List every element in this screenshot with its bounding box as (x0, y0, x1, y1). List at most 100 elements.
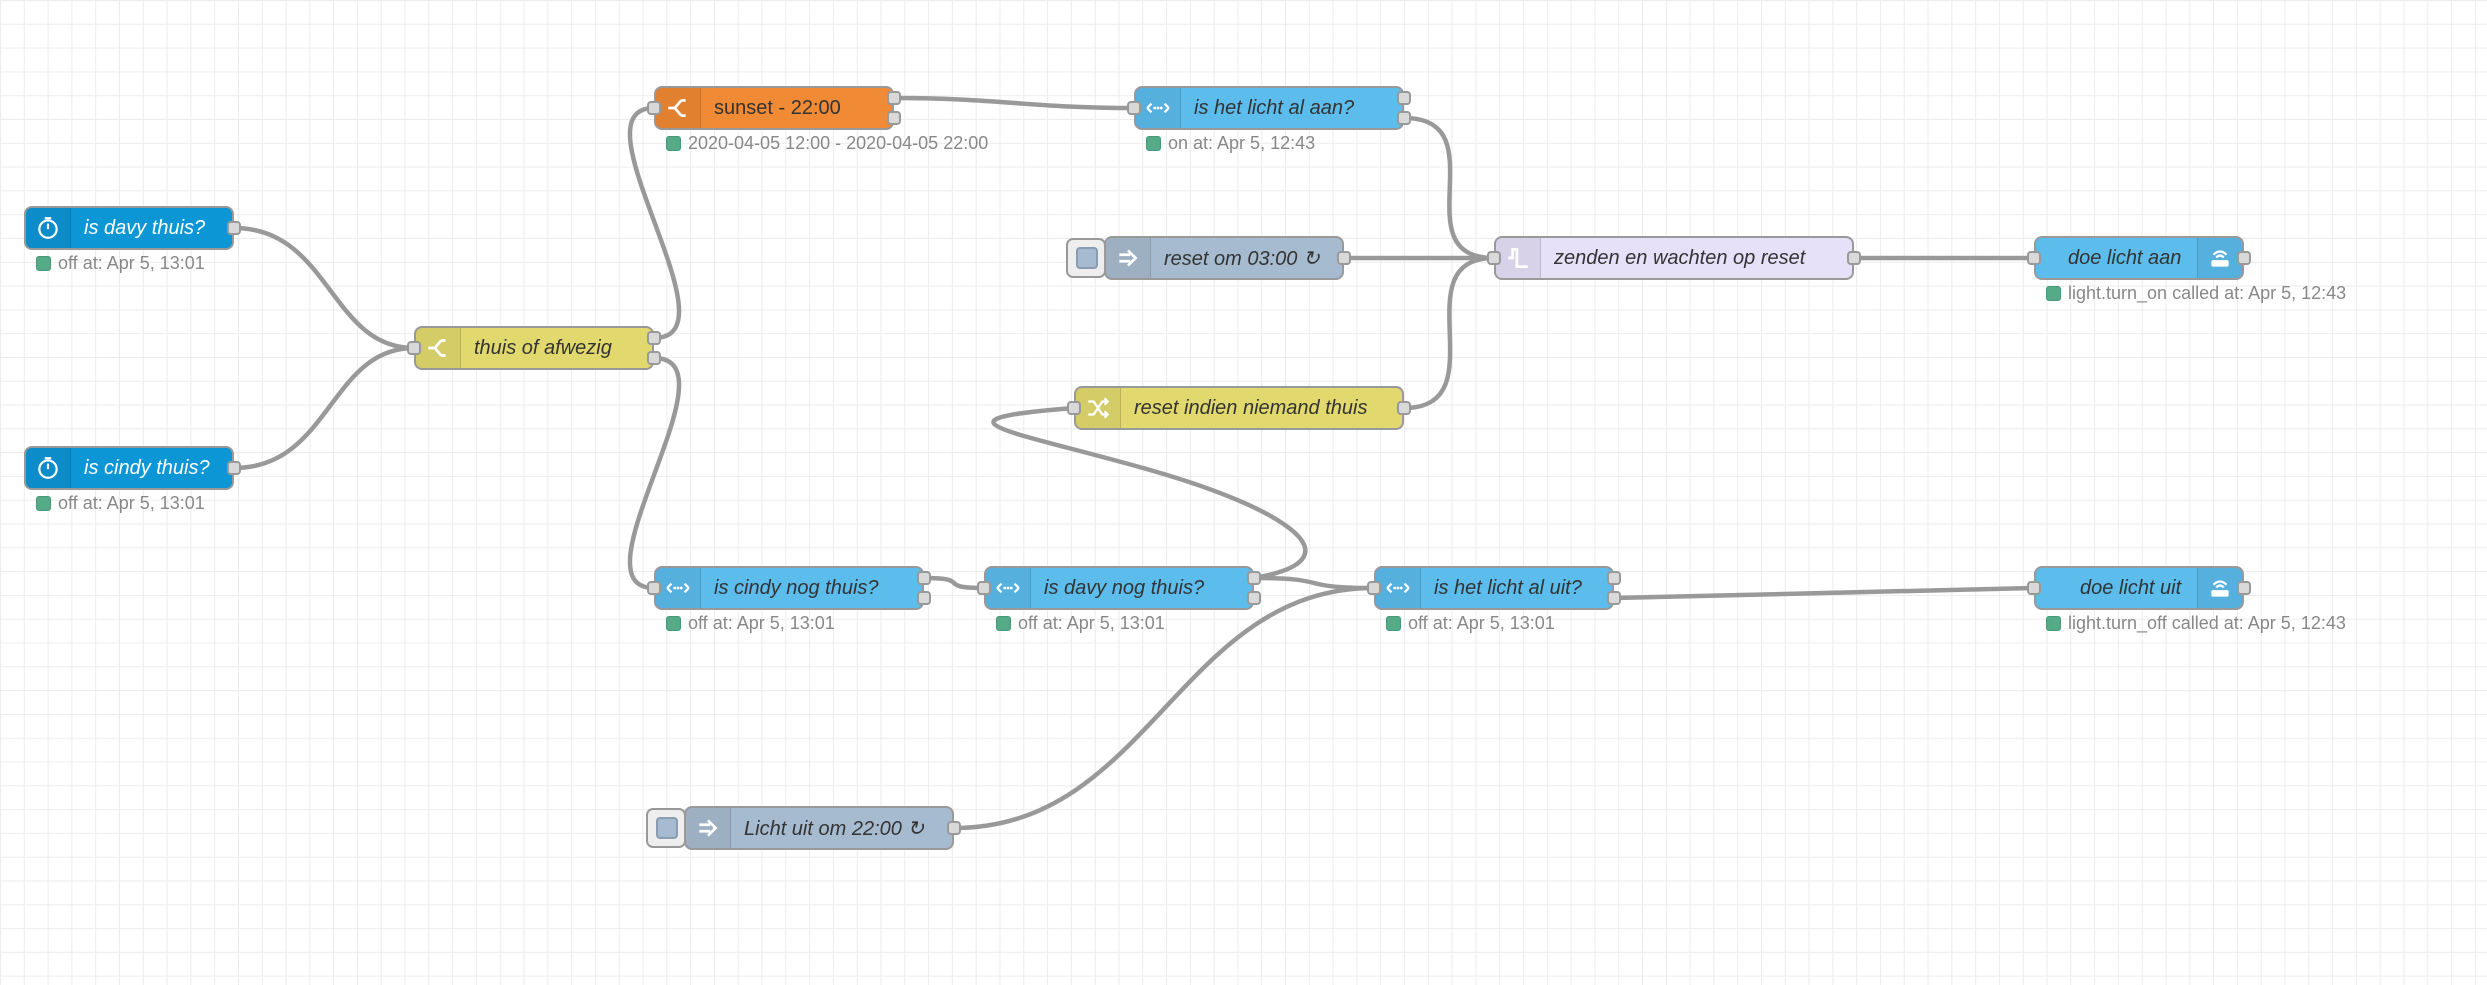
arrows-icon (1376, 568, 1421, 608)
input-port[interactable] (1487, 251, 1501, 265)
status-text: off at: Apr 5, 13:01 (1408, 613, 1555, 633)
node-is-cindy-thuis[interactable]: is cindy thuis? (24, 446, 241, 490)
output-port[interactable] (647, 351, 661, 365)
inject-arrow-icon (1106, 238, 1151, 278)
node-sunset-2200[interactable]: sunset - 22:00 (647, 86, 901, 130)
wire (627, 105, 682, 341)
inject-trigger-button[interactable] (646, 808, 686, 848)
node-label: doe licht uit (2080, 576, 2182, 599)
status-text: 2020-04-05 12:00 - 2020-04-05 22:00 (688, 133, 989, 153)
output-port[interactable] (917, 591, 931, 605)
input-port[interactable] (2027, 251, 2041, 265)
node-label: thuis of afwezig (474, 336, 612, 359)
wire (1613, 585, 2035, 601)
node-label: zenden en wachten op reset (1554, 246, 1806, 269)
input-port[interactable] (977, 581, 991, 595)
inject-arrow-icon (686, 808, 731, 848)
node-is-davy-thuis[interactable]: is davy thuis? (24, 206, 241, 250)
switch-icon (656, 88, 701, 128)
node-status: light.turn_off called at: Apr 5, 12:43 (2046, 613, 2346, 634)
node-doe-licht-uit[interactable]: doe licht uit (2027, 566, 2251, 610)
output-port[interactable] (1247, 571, 1261, 585)
node-label: is het licht al uit? (1434, 576, 1582, 599)
input-port[interactable] (647, 581, 661, 595)
node-label: is davy nog thuis? (1044, 576, 1205, 599)
node-status: light.turn_on called at: Apr 5, 12:43 (2046, 283, 2346, 304)
node-label: reset om 03:00 ↻ (1164, 247, 1320, 270)
wire (923, 575, 985, 591)
input-port[interactable] (1367, 581, 1381, 595)
input-port[interactable] (1127, 101, 1141, 115)
status-text: light.turn_off called at: Apr 5, 12:43 (2068, 613, 2346, 633)
status-text: light.turn_on called at: Apr 5, 12:43 (2068, 283, 2347, 303)
input-port[interactable] (2027, 581, 2041, 595)
status-text: off at: Apr 5, 13:01 (58, 253, 205, 273)
node-doe-licht-aan[interactable]: doe licht aan (2027, 236, 2251, 280)
node-status: off at: Apr 5, 13:01 (1386, 613, 1555, 634)
router-icon (2197, 238, 2242, 278)
output-port[interactable] (1397, 91, 1411, 105)
output-port[interactable] (647, 331, 661, 345)
input-port[interactable] (407, 341, 421, 355)
output-port[interactable] (887, 91, 901, 105)
output-port[interactable] (227, 221, 241, 235)
node-reset-indien-niemand-thuis[interactable]: reset indien niemand thuis (1067, 386, 1411, 430)
node-label: doe licht aan (2068, 246, 2182, 269)
status-text: on at: Apr 5, 12:43 (1168, 133, 1316, 153)
output-port[interactable] (1397, 401, 1411, 415)
switch-icon (416, 328, 461, 368)
output-port[interactable] (2237, 251, 2251, 265)
status-dot (996, 616, 1011, 631)
node-licht-uit-om-2200[interactable]: Licht uit om 22:00 ↻ (684, 806, 961, 850)
output-port[interactable] (227, 461, 241, 475)
input-port[interactable] (647, 101, 661, 115)
status-dot (666, 616, 681, 631)
node-label: sunset - 22:00 (714, 96, 841, 119)
wire (953, 585, 1375, 831)
node-is-davy-nog-thuis[interactable]: is davy nog thuis? (977, 566, 1261, 610)
node-thuis-of-afwezig[interactable]: thuis of afwezig (407, 326, 661, 370)
timer-icon (26, 208, 71, 248)
node-status: on at: Apr 5, 12:43 (1146, 133, 1315, 154)
output-port[interactable] (917, 571, 931, 585)
status-dot (36, 256, 51, 271)
arrows-icon (1136, 88, 1181, 128)
status-text: off at: Apr 5, 13:01 (688, 613, 835, 633)
node-status: off at: Apr 5, 13:01 (36, 493, 205, 514)
node-label: is cindy thuis? (84, 456, 210, 479)
node-status: off at: Apr 5, 13:01 (666, 613, 835, 634)
router-icon (2197, 568, 2242, 608)
output-port[interactable] (1337, 251, 1351, 265)
status-text: off at: Apr 5, 13:01 (58, 493, 205, 513)
wire (1403, 115, 1495, 261)
wire (627, 355, 682, 591)
output-port[interactable] (2237, 581, 2251, 595)
status-dot (2046, 616, 2061, 631)
status-dot (36, 496, 51, 511)
node-zenden-en-wachten[interactable]: zenden en wachten op reset (1487, 236, 1861, 280)
trigger-icon (1496, 238, 1541, 278)
output-port[interactable] (887, 111, 901, 125)
output-port[interactable] (1607, 591, 1621, 605)
node-is-het-licht-al-uit[interactable]: is het licht al uit? (1367, 566, 1621, 610)
node-is-het-licht-al-aan[interactable]: is het licht al aan? (1127, 86, 1411, 130)
node-reset-om-0300[interactable]: reset om 03:00 ↻ (1104, 236, 1351, 280)
node-label: reset indien niemand thuis (1134, 396, 1368, 419)
node-is-cindy-nog-thuis[interactable]: is cindy nog thuis? (647, 566, 931, 610)
status-dot (2046, 286, 2061, 301)
node-status: 2020-04-05 12:00 - 2020-04-05 22:00 (666, 133, 988, 154)
output-port[interactable] (1247, 591, 1261, 605)
arrows-icon (986, 568, 1031, 608)
inject-trigger-button[interactable] (1066, 238, 1106, 278)
wire (1403, 255, 1495, 411)
wire (233, 345, 415, 471)
node-label: is cindy nog thuis? (714, 576, 879, 599)
output-port[interactable] (1847, 251, 1861, 265)
output-port[interactable] (1397, 111, 1411, 125)
output-port[interactable] (1607, 571, 1621, 585)
output-port[interactable] (947, 821, 961, 835)
status-dot (1386, 616, 1401, 631)
input-port[interactable] (1067, 401, 1081, 415)
timer-icon (26, 448, 71, 488)
